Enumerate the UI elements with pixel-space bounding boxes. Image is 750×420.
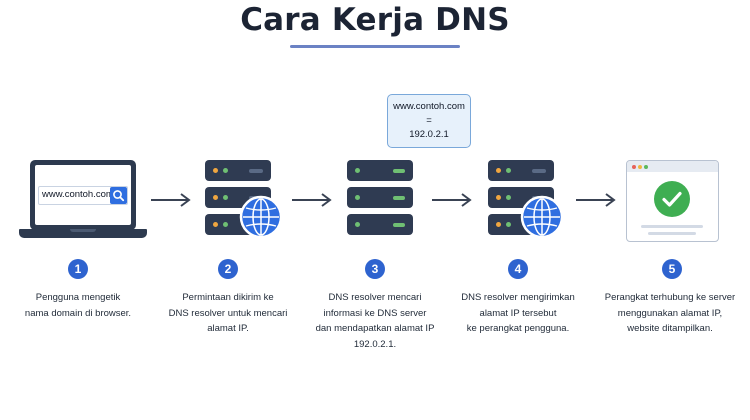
arrow-right-icon: [151, 193, 191, 207]
arrow-right-icon: [576, 193, 616, 207]
title-underline: [290, 45, 460, 48]
step-number-badge: 5: [662, 259, 682, 279]
step-description: DNS resolver mencari informasi ke DNS se…: [315, 292, 435, 350]
step-description: Pengguna mengetik nama domain di browser…: [24, 292, 132, 319]
step-number-badge: 1: [68, 259, 88, 279]
step-description: DNS resolver mengirimkan alamat IP terse…: [461, 292, 575, 334]
checkmark-icon: [654, 181, 690, 217]
search-input: [38, 186, 128, 205]
globe-icon: [239, 195, 283, 239]
search-button: [110, 187, 127, 204]
arrow-right-icon: [292, 193, 332, 207]
step-description: Perangkat terhubung ke server menggunaka…: [604, 292, 736, 334]
arrow-right-icon: [432, 193, 472, 207]
step-number-badge: 3: [365, 259, 385, 279]
step-number-badge: 2: [218, 259, 238, 279]
search-icon: [113, 190, 125, 202]
search-text: www.contoh.com: [42, 189, 114, 200]
step-description: Permintaan dikirim ke DNS resolver untuk…: [168, 292, 288, 334]
callout-ip: 192.0.2.1: [409, 129, 449, 140]
page-title: Cara Kerja DNS: [240, 2, 510, 38]
callout-equals: =: [426, 115, 432, 126]
step-number-badge: 4: [508, 259, 528, 279]
globe-icon: [520, 195, 564, 239]
speech-bubble: [387, 94, 471, 148]
callout-domain: www.contoh.com: [393, 101, 465, 112]
